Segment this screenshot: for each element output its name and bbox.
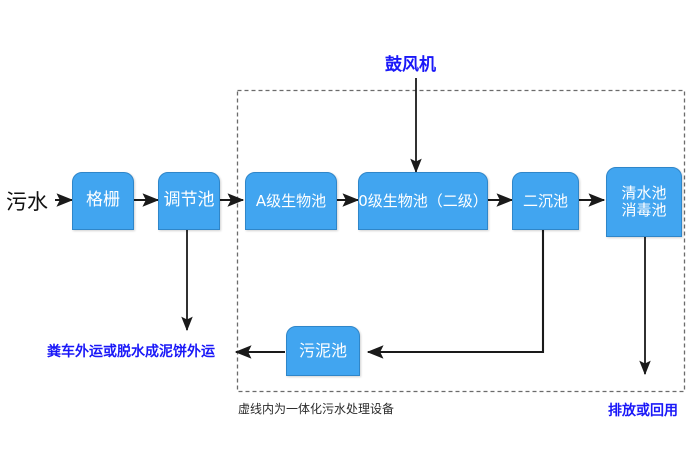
node-grid-label-0: 格栅 — [86, 190, 120, 211]
node-sludge-tank-label-0: 污泥池 — [298, 341, 347, 361]
inlet-label: 污水 — [6, 190, 48, 214]
node-o-stage-bioreactor-label-0: 0级生物池（二级） — [358, 191, 488, 210]
node-grid[interactable]: 格栅 — [72, 172, 134, 230]
node-o-stage-bioreactor[interactable]: 0级生物池（二级） — [358, 172, 488, 230]
node-clearwater-disinfection-tank-label-1: 消毒池 — [621, 201, 667, 219]
sludge-outlet-label: 粪车外运或脱水成泥饼外运 — [47, 344, 215, 360]
integrated-equipment-boundary — [236, 89, 686, 393]
node-sludge-tank[interactable]: 污泥池 — [286, 326, 360, 376]
node-clearwater-disinfection-tank-label-0: 清水池 — [621, 184, 667, 203]
arrow-secondary-to-sludge-tank — [366, 230, 545, 359]
node-secondary-settling-tank[interactable]: 二沉池 — [512, 172, 579, 230]
node-secondary-settling-tank-label-0: 二沉池 — [522, 191, 568, 210]
integrated-equipment-caption: 虚线内为一体化污水处理设备 — [238, 402, 395, 416]
blower-label: 鼓风机 — [385, 55, 436, 75]
node-regulating-tank-label-0: 调节池 — [163, 190, 215, 211]
node-a-stage-bioreactor-label-0: A级生物池 — [255, 191, 327, 210]
node-a-stage-bioreactor[interactable]: A级生物池 — [245, 172, 337, 230]
node-clearwater-disinfection-tank[interactable]: 清水池 消毒池 — [606, 167, 682, 237]
effluent-label: 排放或回用 — [608, 403, 678, 419]
node-regulating-tank[interactable]: 调节池 — [158, 172, 220, 230]
